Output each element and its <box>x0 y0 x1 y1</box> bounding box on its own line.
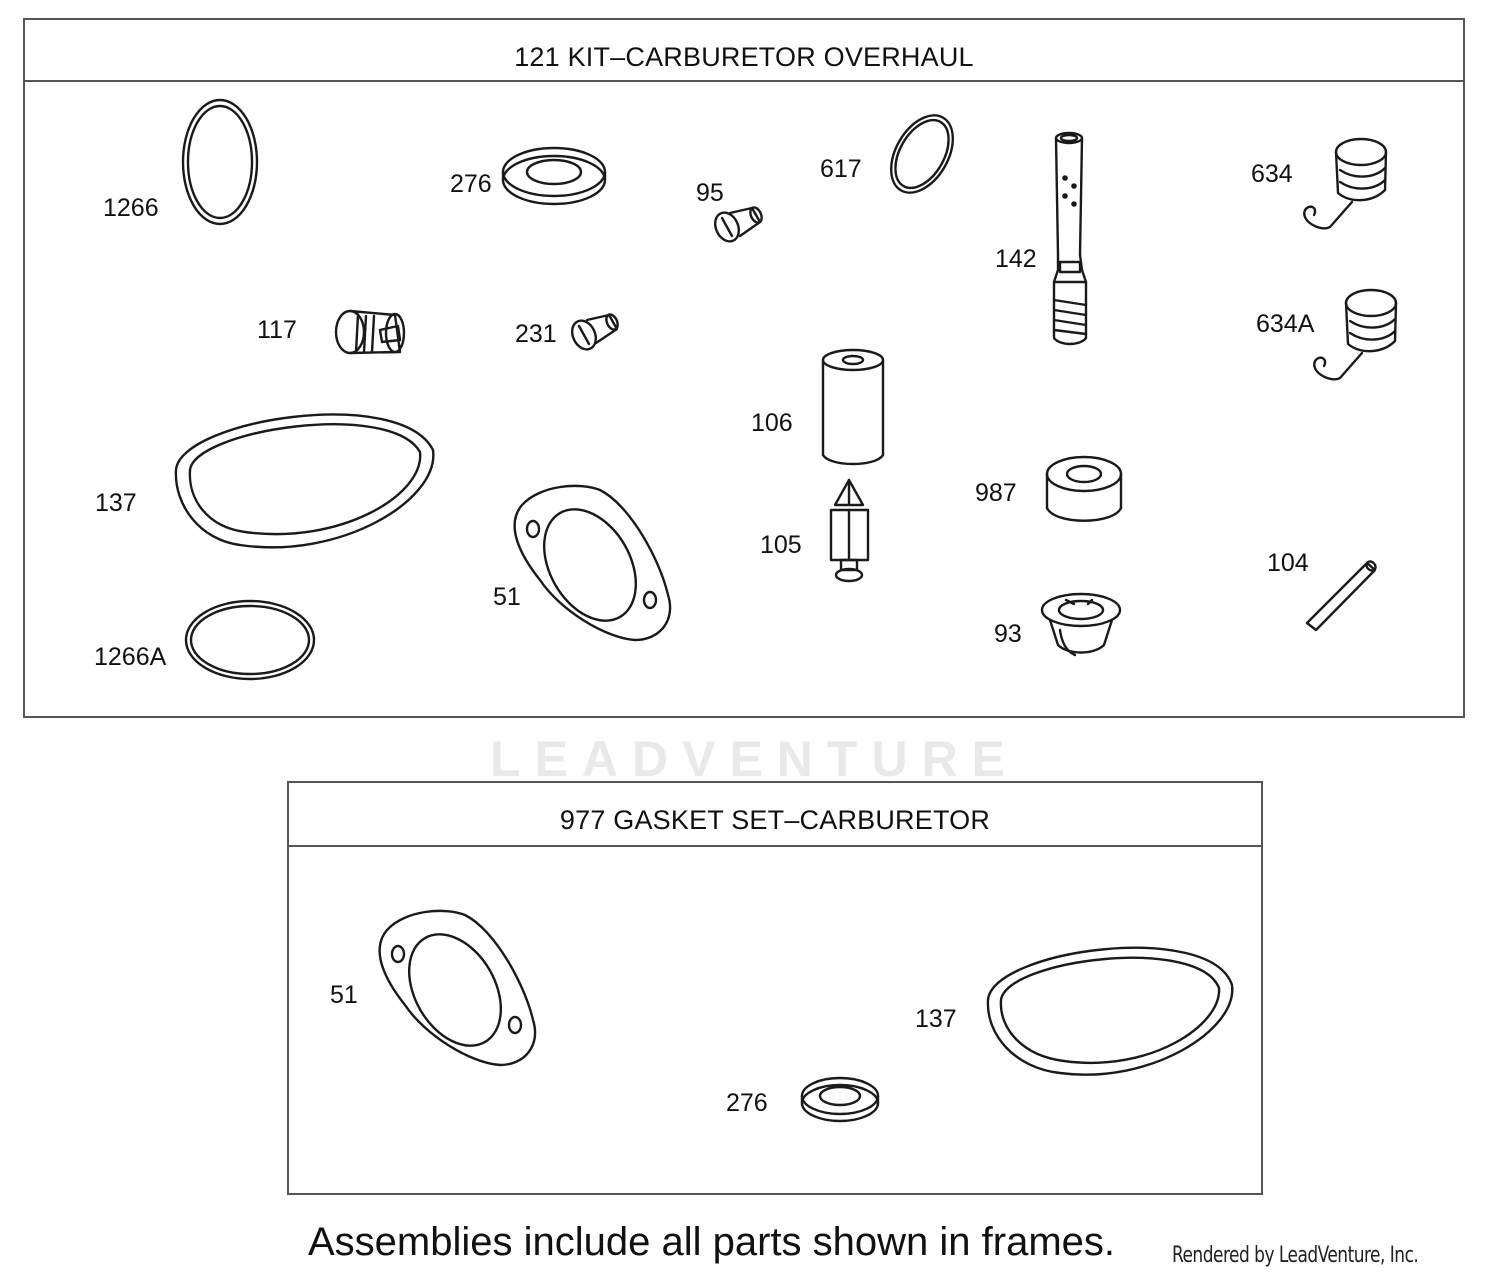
part-1266-oring[interactable] <box>181 98 259 226</box>
callout-51[interactable]: 51 <box>493 583 521 611</box>
part-987-bushing[interactable] <box>1045 455 1123 522</box>
render-credit: Rendered by LeadVenture, Inc. <box>1172 1243 1419 1268</box>
part-1266A-oring[interactable] <box>184 599 316 681</box>
part-276-washer[interactable] <box>501 146 607 206</box>
callout-93[interactable]: 93 <box>994 620 1022 648</box>
callout-987[interactable]: 987 <box>975 479 1017 507</box>
assemblies-note: Assemblies include all parts shown in fr… <box>308 1220 1116 1264</box>
part-231-screw[interactable] <box>568 313 620 354</box>
part-105-needle[interactable] <box>829 478 870 583</box>
callout-231[interactable]: 231 <box>515 320 557 348</box>
part-93-seat[interactable] <box>1040 592 1122 657</box>
gasket-set-frame: 977 GASKET SET–CARBURETOR <box>287 781 1263 1195</box>
gasket-part-276-washer[interactable] <box>800 1076 880 1123</box>
callout-95[interactable]: 95 <box>696 179 724 207</box>
gasket-part-51-flange-gasket[interactable] <box>378 909 537 1067</box>
part-137-gasket-ring[interactable] <box>174 413 435 549</box>
callout-105[interactable]: 105 <box>760 531 802 559</box>
callout-106[interactable]: 106 <box>751 409 793 437</box>
callout-117[interactable]: 117 <box>257 316 297 344</box>
part-617-oring[interactable] <box>878 105 965 204</box>
callout-634A[interactable]: 634A <box>1256 310 1315 338</box>
kit-frame-title: 121 KIT–CARBURETOR OVERHAUL <box>25 20 1463 82</box>
gasket-frame-title: 977 GASKET SET–CARBURETOR <box>289 783 1261 847</box>
gasket-part-137-gasket-ring[interactable] <box>986 946 1234 1076</box>
callout-142[interactable]: 142 <box>995 245 1037 273</box>
part-142-emulsion-tube[interactable] <box>1052 131 1088 346</box>
gasket-callout-137[interactable]: 137 <box>915 1005 957 1033</box>
gasket-callout-51[interactable]: 51 <box>330 981 358 1009</box>
gasket-callout-276[interactable]: 276 <box>726 1089 768 1117</box>
part-117-jet[interactable] <box>334 309 406 355</box>
callout-617[interactable]: 617 <box>820 155 862 183</box>
callout-1266[interactable]: 1266 <box>103 194 159 222</box>
part-106-cylinder[interactable] <box>821 348 885 466</box>
callout-137[interactable]: 137 <box>95 489 137 517</box>
callout-104[interactable]: 104 <box>1267 549 1309 577</box>
part-634A-spring[interactable] <box>1313 288 1398 381</box>
part-634-spring[interactable] <box>1303 137 1388 230</box>
callout-1266A[interactable]: 1266A <box>94 643 167 671</box>
part-95-screw[interactable] <box>711 206 764 246</box>
part-104-pin[interactable] <box>1305 560 1377 632</box>
callout-276[interactable]: 276 <box>450 170 492 198</box>
part-51-flange-gasket[interactable] <box>513 484 672 642</box>
callout-634[interactable]: 634 <box>1251 160 1293 188</box>
